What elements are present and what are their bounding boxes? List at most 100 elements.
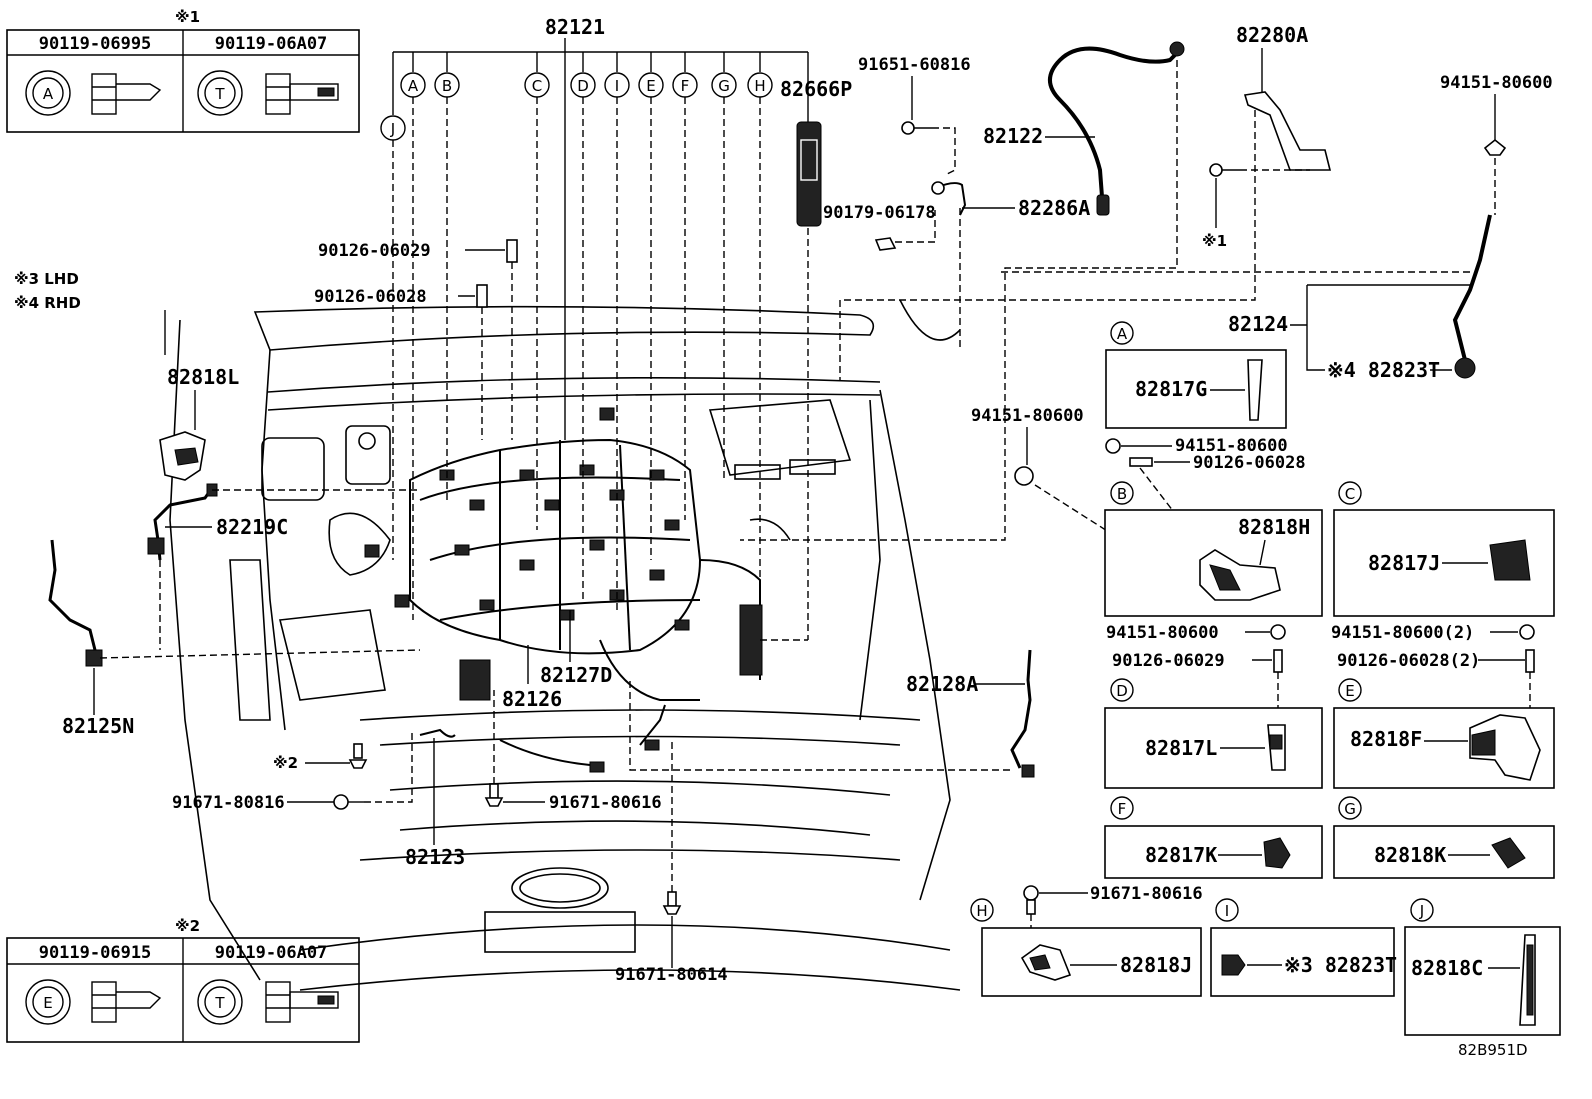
callout-B: B — [442, 77, 452, 95]
detail-H-above: 91671-80616 — [1090, 884, 1203, 904]
box1-part-2: 90119-06A07 — [215, 34, 328, 54]
detail-part-E: 82818F — [1350, 727, 1422, 751]
bolt-icon — [265, 73, 339, 115]
detail-part-F: 82817K — [1145, 843, 1217, 867]
detail-box-B: B 82818H — [1104, 481, 1323, 617]
label-82280A: 82280A — [1236, 23, 1308, 47]
detail-D-above2: 90126-06029 — [1112, 651, 1225, 671]
bolt-icon — [1209, 163, 1240, 177]
callout-G: G — [718, 77, 730, 95]
label-90179-06178: 90179-06178 — [823, 203, 936, 223]
detail-A-stud: 90126-06028 — [1193, 453, 1306, 473]
label-82818L: 82818L — [167, 365, 239, 389]
bolt-icon — [265, 981, 339, 1023]
callout-C: C — [532, 77, 542, 95]
detail-letter-J: J — [1419, 902, 1424, 920]
label-82127D: 82127D — [540, 663, 612, 687]
label-82125N: 82125N — [62, 714, 134, 738]
label-90126-06029: 90126-06029 — [318, 241, 431, 261]
callout-E: E — [646, 77, 655, 95]
diagram-code: 82B951D — [1458, 1041, 1528, 1059]
detail-box-A: A 82817G 94151-80600 90126-06028 — [1105, 321, 1306, 521]
detail-box-H: H 82818J — [970, 898, 1202, 997]
label-82126: 82126 — [502, 687, 562, 711]
bolt-icon — [348, 743, 368, 769]
box2-mark: ※2 — [175, 917, 200, 935]
box2-letter-1: E — [43, 994, 52, 1012]
note-lhd: ※3 LHD — [14, 270, 79, 288]
detail-D-above1: 94151-80600 — [1106, 623, 1219, 643]
detail-letter-B: B — [1117, 485, 1127, 503]
label-82128A: 82128A — [906, 672, 978, 696]
detail-box-J: J 82818C — [1404, 898, 1561, 1036]
detail-letter-E: E — [1345, 682, 1354, 700]
box1-part-1: 90119-06995 — [39, 34, 152, 54]
label-94151-80600-mid: 94151-80600 — [971, 406, 1084, 426]
box2-part-1: 90119-06915 — [39, 943, 152, 963]
detail-box-F: F 82817K — [1104, 796, 1323, 879]
bolt-icon — [91, 73, 162, 115]
vehicle-engine-bay — [169, 299, 961, 991]
callout-F: F — [681, 77, 690, 95]
note-rhd: ※4 RHD — [14, 294, 81, 312]
detail-letter-D: D — [1116, 682, 1128, 700]
label-91671-80614: 91671-80614 — [615, 965, 728, 985]
detail-box-D: D 82817L — [1104, 678, 1323, 789]
bolt-icon — [484, 783, 504, 807]
bolt-icon — [1023, 885, 1039, 915]
detail-box-G: G 82818K — [1333, 796, 1555, 879]
detail-letter-G: G — [1344, 800, 1356, 818]
detail-box-E: E 82818F — [1333, 678, 1555, 789]
label-82123: 82123 — [405, 845, 465, 869]
callout-A: A — [408, 77, 419, 95]
detail-letter-F: F — [1118, 800, 1127, 818]
label-90126-06028: 90126-06028 — [314, 287, 427, 307]
box2-letter-2: T — [214, 994, 225, 1012]
label-82124: 82124 — [1228, 312, 1288, 336]
fuse-holder-part — [796, 121, 822, 227]
bolt-icon — [333, 794, 364, 810]
bolt-icon — [91, 981, 162, 1023]
label-91651-60816: 91651-60816 — [858, 55, 971, 75]
fastener-box-2: ※2 90119-06915 90119-06A07 E T — [6, 917, 360, 1043]
label-82666P: 82666P — [780, 77, 852, 101]
callout-D: D — [577, 77, 589, 95]
nut-icon — [1014, 466, 1034, 486]
detail-part-H: 82818J — [1120, 953, 1192, 977]
bolt-icon — [662, 891, 682, 915]
callout-H: H — [754, 77, 765, 95]
callout-I: I — [615, 77, 619, 95]
detail-E-above2: 90126-06028(2) — [1337, 651, 1480, 671]
detail-letter-H: H — [976, 902, 987, 920]
detail-part-I: ※3 82823T — [1284, 953, 1397, 977]
callout-J: J — [390, 120, 395, 138]
label-82219C: 82219C — [216, 515, 288, 539]
nut-icon — [874, 237, 897, 251]
detail-part-G: 82818K — [1374, 843, 1446, 867]
label-82823T-top: ※4 82823T — [1327, 358, 1440, 382]
detail-letter-C: C — [1345, 485, 1355, 503]
box1-letter-1: A — [43, 85, 54, 103]
label-82121: 82121 — [545, 15, 605, 39]
detail-box-I: I ※3 82823T — [1210, 898, 1397, 997]
label-94151-80600-top: 94151-80600 — [1440, 73, 1553, 93]
stud-icon — [1129, 457, 1153, 467]
box1-letter-2: T — [214, 85, 225, 103]
detail-part-B: 82818H — [1238, 515, 1310, 539]
detail-box-C: C 82817J — [1333, 481, 1555, 617]
detail-letter-I: I — [1225, 902, 1229, 920]
stud-icon — [506, 239, 518, 263]
bolt-icon — [901, 121, 932, 135]
detail-part-J: 82818C — [1411, 956, 1483, 980]
label-82122: 82122 — [983, 124, 1043, 148]
detail-part-D: 82817L — [1145, 736, 1217, 760]
label-mark1: ※1 — [1202, 232, 1227, 250]
harness-callouts: 82121 A B C D I E F G H J — [380, 15, 809, 641]
label-mark2: ※2 — [273, 754, 298, 772]
box1-mark: ※1 — [175, 8, 200, 26]
detail-part-C: 82817J — [1368, 551, 1440, 575]
detail-letter-A: A — [1117, 325, 1128, 343]
fastener-box-1: ※1 90119-06995 90119-06A07 A T — [6, 8, 360, 133]
detail-part-A: 82817G — [1135, 377, 1207, 401]
